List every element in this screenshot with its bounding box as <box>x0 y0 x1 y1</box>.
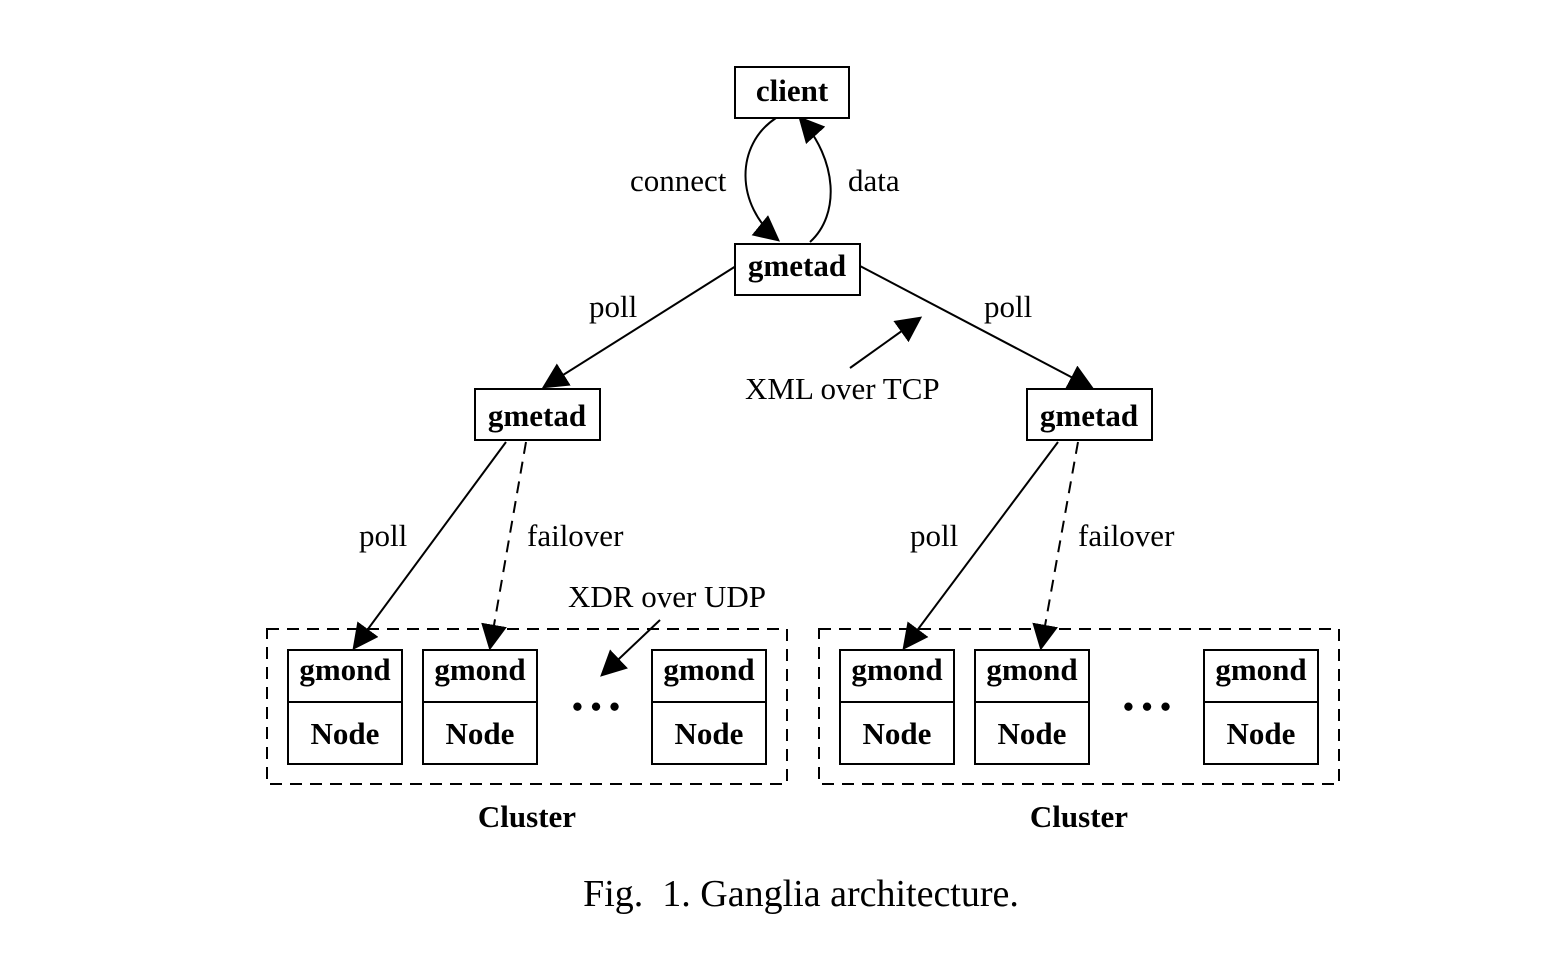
cluster-2-boundary <box>818 628 1340 785</box>
gmond-label: gmond <box>663 652 754 687</box>
cluster-2-label: Cluster <box>1030 799 1128 834</box>
poll-edge-left <box>352 441 507 651</box>
gmetad-left-label: gmetad <box>488 398 586 433</box>
client-label: client <box>756 73 829 108</box>
cluster-1-member-3: gmond Node <box>651 649 767 765</box>
figure-caption: Fig. 1. Ganglia architecture. <box>583 873 1019 915</box>
gmond-label: gmond <box>851 652 942 687</box>
gmond-label: gmond <box>434 652 525 687</box>
poll-edge-top-right <box>859 265 1095 390</box>
gmetad-left-node: gmetad <box>474 388 601 441</box>
cluster-1-boundary <box>266 628 788 785</box>
gmond-label: gmond <box>1215 652 1306 687</box>
cluster-1-member-1: gmond Node <box>287 649 403 765</box>
data-edge <box>798 116 832 243</box>
poll-label-right: poll <box>910 518 958 553</box>
node-label: Node <box>675 716 744 751</box>
node-label: Node <box>863 716 932 751</box>
data-label: data <box>848 163 900 198</box>
cluster-2-ellipsis: • • • <box>1123 689 1171 724</box>
poll-edge-right <box>902 441 1059 651</box>
gmetad-top-label: gmetad <box>748 248 846 283</box>
xml-over-tcp-label: XML over TCP <box>745 371 940 406</box>
client-node: client <box>734 66 850 119</box>
cluster-2-member-2: gmond Node <box>974 649 1090 765</box>
failover-edge-left <box>481 441 527 651</box>
cluster-1-ellipsis: • • • <box>572 689 620 724</box>
node-label: Node <box>446 716 515 751</box>
gmetad-top-node: gmetad <box>734 243 861 296</box>
xdr-over-udp-label: XDR over UDP <box>568 579 766 614</box>
cluster-1: gmond Node gmond Node • • • gmond Node C… <box>266 628 788 834</box>
cluster-2-member-3: gmond Node <box>1203 649 1319 765</box>
gmond-label: gmond <box>986 652 1077 687</box>
failover-label-left: failover <box>527 518 624 553</box>
cluster-1-label: Cluster <box>478 799 576 834</box>
failover-edge-right <box>1032 441 1079 651</box>
cluster-1-member-2: gmond Node <box>422 649 538 765</box>
cluster-2-member-1: gmond Node <box>839 649 955 765</box>
poll-label-left: poll <box>359 518 407 553</box>
node-label: Node <box>311 716 380 751</box>
connect-label: connect <box>630 163 727 198</box>
gmetad-right-label: gmetad <box>1040 398 1138 433</box>
connect-edge <box>744 117 781 242</box>
failover-label-right: failover <box>1078 518 1175 553</box>
poll-label-top-right: poll <box>984 289 1032 324</box>
gmetad-right-node: gmetad <box>1026 388 1153 441</box>
poll-edge-top-left <box>541 265 737 389</box>
poll-label-top-left: poll <box>589 289 637 324</box>
cluster-2: gmond Node gmond Node • • • gmond Node C… <box>818 628 1340 834</box>
gmond-label: gmond <box>299 652 390 687</box>
node-label: Node <box>998 716 1067 751</box>
node-label: Node <box>1227 716 1296 751</box>
xml-over-tcp-pointer <box>849 316 923 369</box>
